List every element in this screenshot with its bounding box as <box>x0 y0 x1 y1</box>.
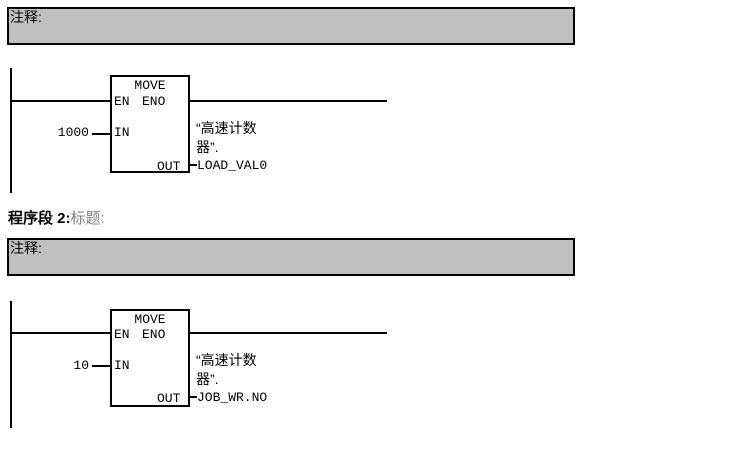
network1-move-block-title: MOVE <box>134 78 166 93</box>
network2-en-pin-label: EN <box>114 327 130 342</box>
network2-in-stub-wire <box>92 365 110 367</box>
network2-number-label: 程序段 2: <box>8 210 71 227</box>
network1-eno-wire <box>189 100 387 102</box>
network2-eno-wire <box>189 332 387 334</box>
network2-move-block[interactable] <box>110 309 190 407</box>
network1-in-value[interactable]: 1000 <box>57 125 89 140</box>
network2-move-block-title: MOVE <box>134 312 166 327</box>
network1-out-operand-dbname[interactable]: “高速计数 器”. <box>196 120 257 155</box>
network1-comment-bar[interactable]: 注释: <box>7 7 575 45</box>
network1-en-pin-label: EN <box>114 94 130 109</box>
network2-out-pin-label: OUT <box>157 391 181 406</box>
network2-power-rail <box>10 301 12 428</box>
network1-eno-pin-label: ENO <box>142 94 166 109</box>
network2-out-operand-name[interactable]: JOB_WR.NO <box>197 390 268 405</box>
network2-in-value[interactable]: 10 <box>73 358 89 373</box>
network2-comment-label: 注释: <box>10 240 42 256</box>
network1-move-block[interactable] <box>110 75 190 173</box>
network1-comment-label: 注释: <box>10 9 42 25</box>
network1-in-pin-label: IN <box>114 125 130 140</box>
network1-out-stub-wire <box>189 164 197 166</box>
network1-out-pin-label: OUT <box>157 159 181 174</box>
network1-power-rail <box>10 68 12 193</box>
network2-in-pin-label: IN <box>114 358 130 373</box>
network1-out-operand-name[interactable]: LOAD_VAL0 <box>197 158 268 173</box>
network2-out-stub-wire <box>189 396 197 398</box>
network2-eno-pin-label: ENO <box>142 327 166 342</box>
network2-title-row[interactable]: 程序段 2:标题: <box>8 209 105 228</box>
network1-in-stub-wire <box>92 133 110 135</box>
network2-title-placeholder: 标题: <box>70 210 105 227</box>
network1-en-wire <box>10 100 111 102</box>
network2-out-operand-dbname[interactable]: “高速计数 器”. <box>196 352 257 387</box>
network2-comment-bar[interactable]: 注释: <box>7 238 575 276</box>
network2-en-wire <box>10 332 111 334</box>
